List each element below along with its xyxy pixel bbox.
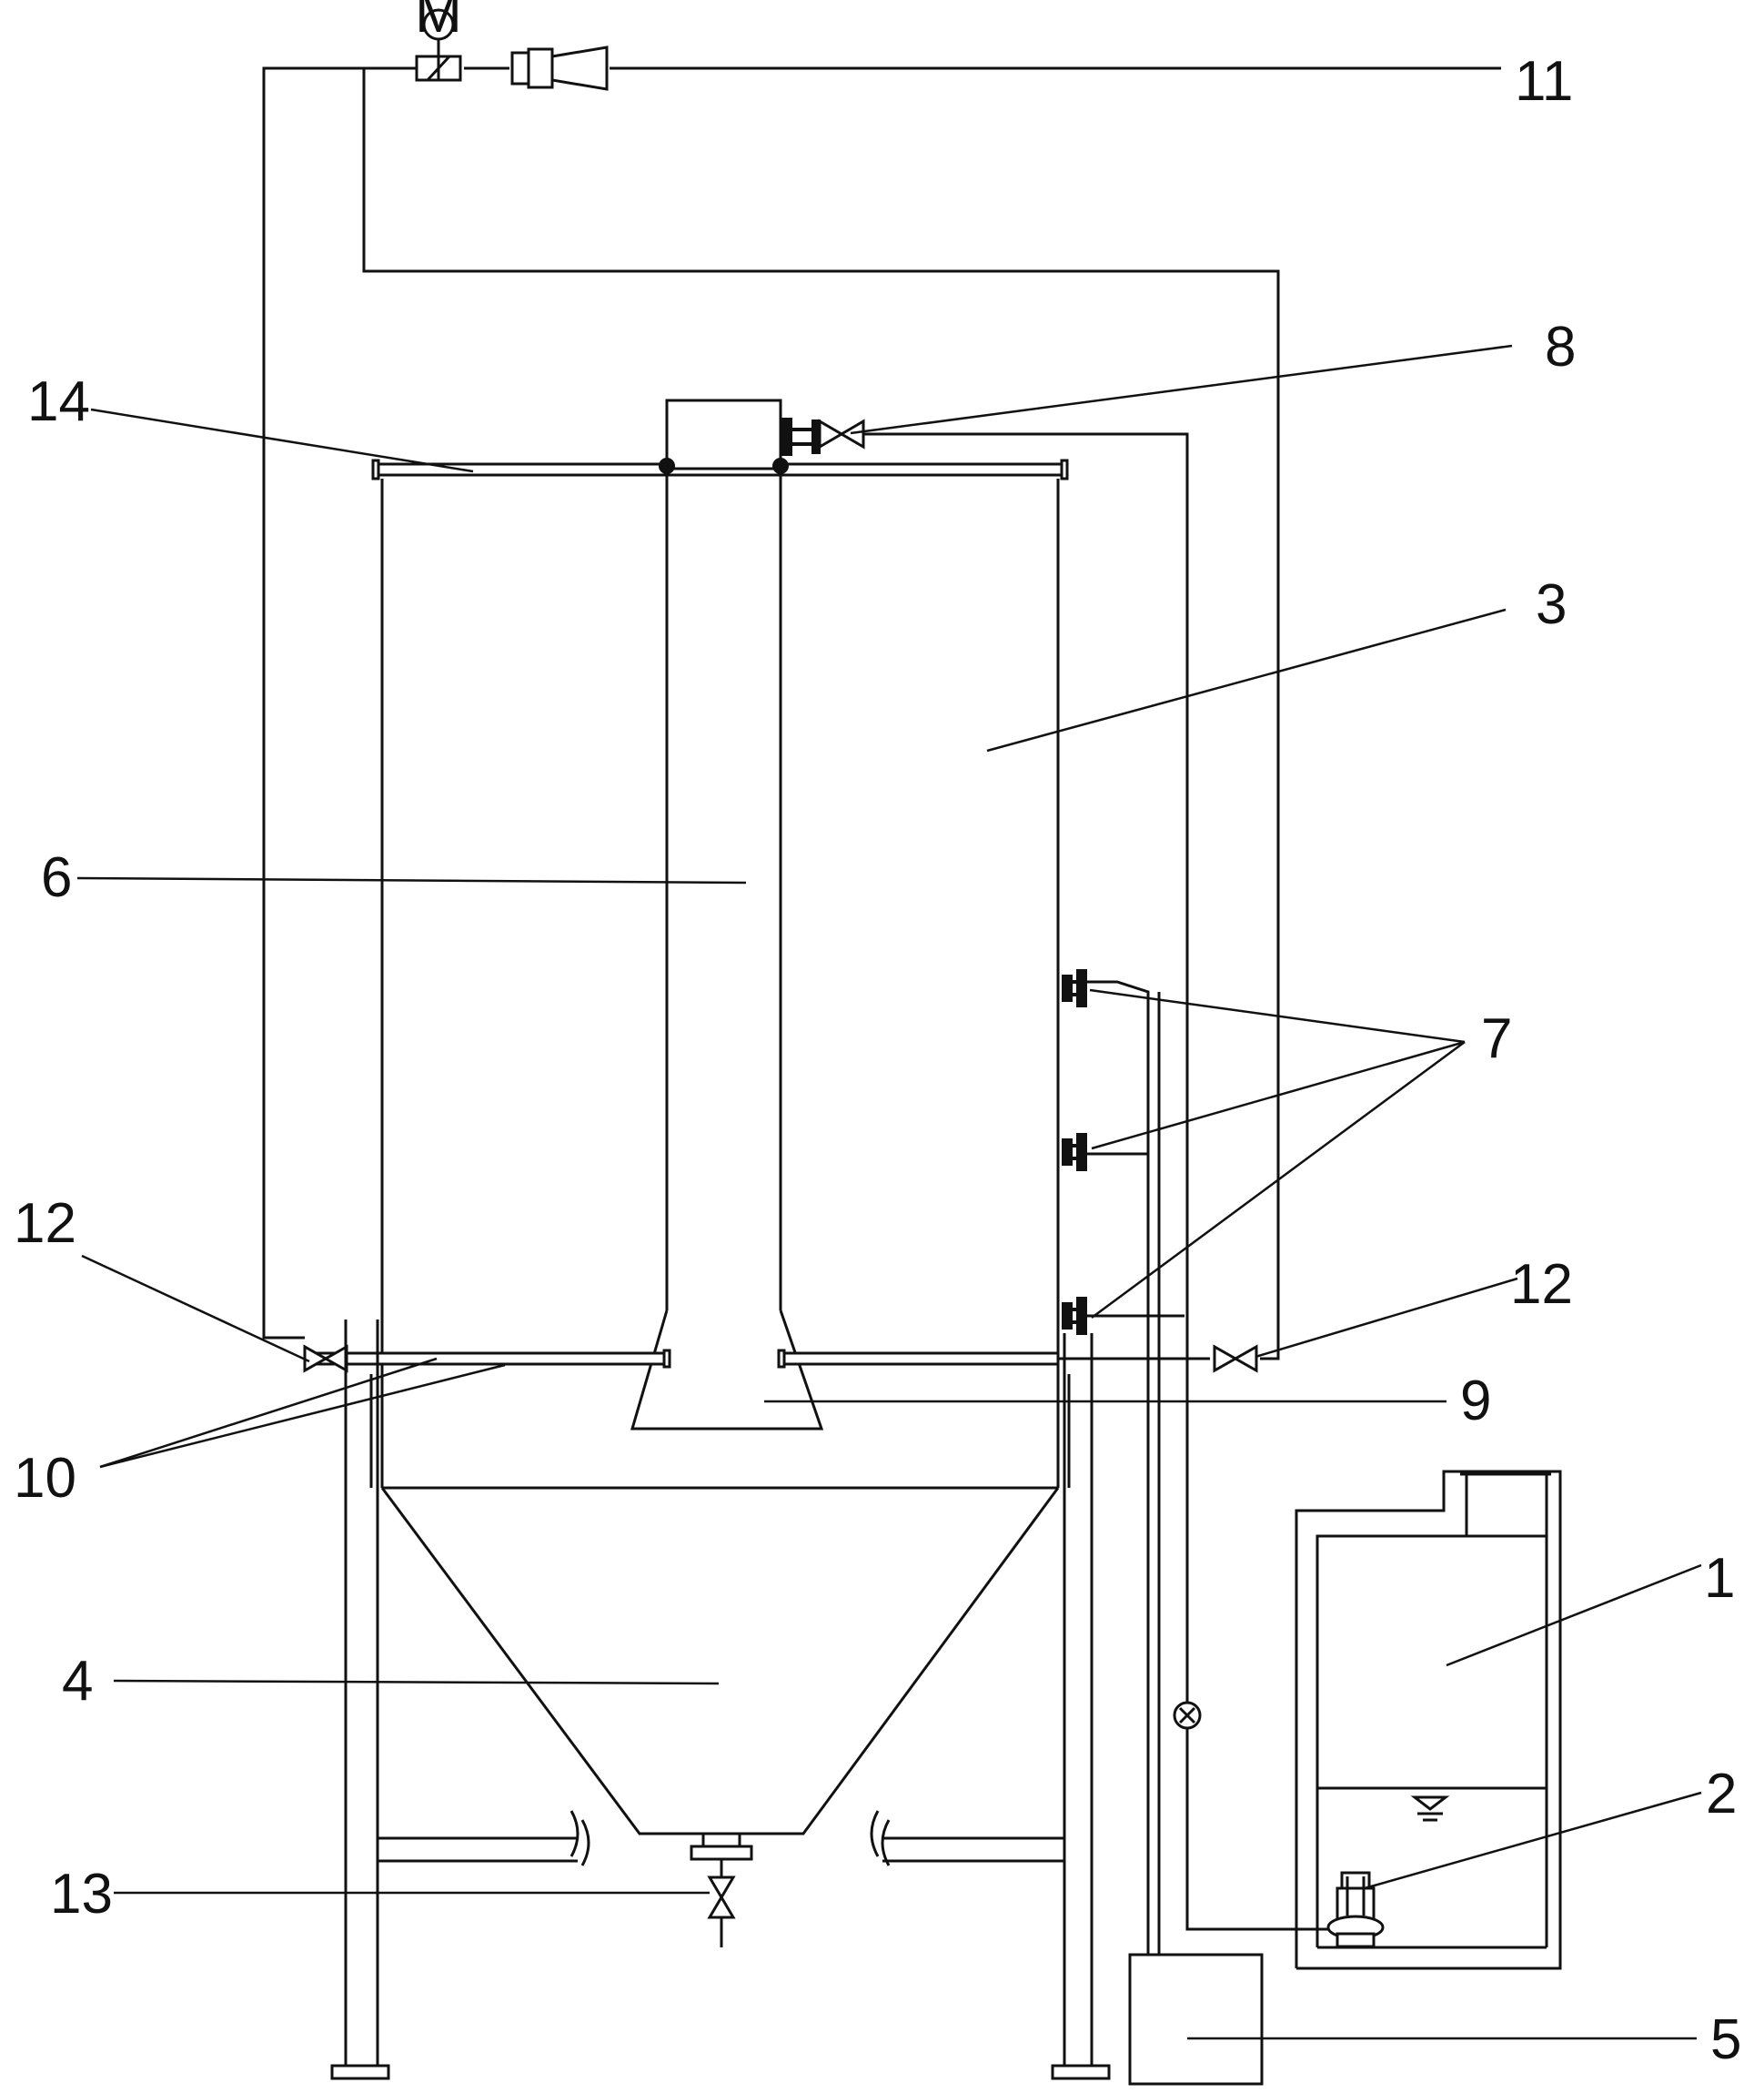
label-12-left: 12 <box>14 1192 76 1255</box>
motorized-valve: M <box>415 0 462 82</box>
label-7: 7 <box>1481 1007 1512 1070</box>
label-10: 10 <box>14 1447 76 1510</box>
label-5: 5 <box>1710 2008 1741 2071</box>
top-gas-pipe <box>262 66 1501 1360</box>
label-9: 9 <box>1460 1370 1491 1432</box>
drain-valve <box>690 1832 753 1947</box>
central-draft-tube <box>630 399 824 1431</box>
submersible-pump <box>1326 1871 1385 1948</box>
support-legs <box>330 1320 1111 2080</box>
blower-device <box>510 46 609 91</box>
label-6: 6 <box>41 846 72 909</box>
motor-symbol: M <box>415 0 462 45</box>
label-1: 1 <box>1704 1547 1735 1610</box>
label-3: 3 <box>1536 573 1567 636</box>
right-valve <box>1213 1344 1258 1373</box>
label-12-right: 12 <box>1510 1253 1573 1316</box>
label-11: 11 <box>1515 50 1573 113</box>
left-valve <box>303 1344 348 1373</box>
reactor-tank <box>369 459 1071 1835</box>
distribution-pipes <box>303 1349 1210 1369</box>
feed-valve <box>780 418 1356 1931</box>
leader-lines <box>76 344 1702 2040</box>
part-labels: 11 14 8 3 6 7 12 12 9 10 1 4 2 13 5 <box>14 50 1741 2071</box>
collection-tank <box>1128 1953 1264 2086</box>
sampling-ports <box>1062 969 1184 1979</box>
label-2: 2 <box>1706 1763 1737 1825</box>
label-13: 13 <box>50 1863 113 1926</box>
label-4: 4 <box>62 1650 93 1713</box>
label-8: 8 <box>1545 316 1576 379</box>
label-14: 14 <box>27 370 90 433</box>
feed-tank <box>1295 1470 1562 1970</box>
